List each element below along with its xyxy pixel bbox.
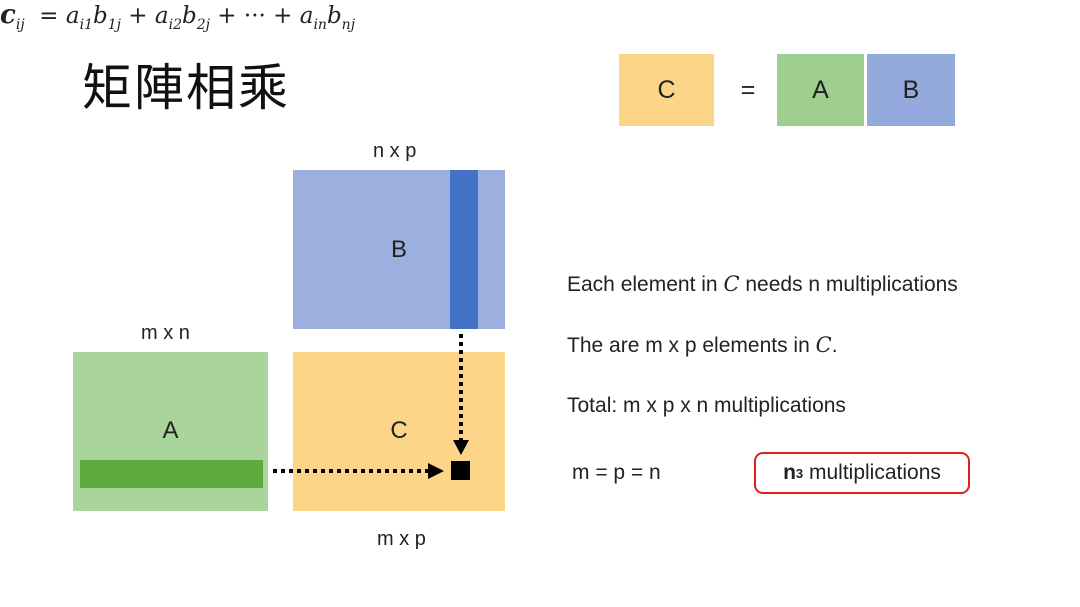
line1-matrix-c: C [723, 272, 740, 296]
legend-a-block: A [777, 54, 864, 126]
formula-t2a: a [154, 3, 169, 29]
result-text: multiplications [803, 461, 941, 484]
formula-t1b: b [93, 3, 108, 29]
legend-c-label: C [657, 75, 676, 104]
formula-t1b-sub: 1j [107, 17, 121, 33]
matrix-a-dimension: m x n [141, 322, 190, 344]
matrix-b-label: B [390, 235, 407, 263]
legend-b-label: B [902, 75, 920, 104]
formula-equals: = [39, 3, 59, 29]
formula-t3b-sub: nj [341, 17, 356, 33]
matrix-c-dimension: m x p [377, 528, 426, 550]
formula-t3b: b [326, 3, 342, 29]
matrix-c-block: C [293, 352, 505, 511]
matrix-a-label: A [162, 416, 179, 444]
column-arrow-head [453, 440, 469, 455]
formula-t2a-sub: i2 [168, 17, 182, 33]
formula-t1a: a [65, 3, 80, 29]
formula-plus-1: + [128, 3, 148, 29]
matrix-b-dimension: n x p [373, 140, 417, 162]
formula-lhs: c [0, 0, 16, 30]
result-base: n [783, 461, 796, 484]
explanation-line-equal-dims: m = p = n [572, 461, 661, 484]
formula-t1a-sub: i1 [79, 17, 93, 33]
line2-suffix: . [831, 334, 838, 357]
matrix-a-row-highlight [80, 460, 263, 488]
formula-plus-ellipsis: + ··· + [217, 3, 293, 29]
line1-prefix: Each element in [567, 273, 724, 296]
formula-t2b-sub: 2j [196, 17, 210, 33]
row-arrow-head [428, 463, 444, 479]
slide-title: 矩陣相乘 [82, 59, 290, 117]
explanation-line-total: Total: m x p x n multiplications [567, 394, 846, 417]
legend-a-label: A [812, 75, 829, 104]
matrix-c-label: C [390, 416, 408, 444]
legend-b-block: B [867, 54, 955, 126]
legend-equals-sign: = [740, 75, 756, 104]
formula-t3a-sub: in [313, 17, 327, 33]
legend-c-block: C [619, 54, 714, 126]
explanation-line-element-count: The are m x p elements in C. [567, 333, 838, 358]
element-formula: cij = ai1b1j + ai2b2j + ··· + ainbnj [0, 0, 1080, 33]
explanation-line-per-element: Each element in C needs n multiplication… [567, 272, 958, 297]
target-element-marker [451, 461, 470, 480]
line1-suffix: needs n multiplications [739, 273, 958, 296]
result-exponent: 3 [795, 465, 804, 481]
line2-prefix: The are m x p elements in [567, 334, 816, 357]
formula-t2b: b [182, 3, 197, 29]
formula-t3a: a [299, 3, 314, 29]
matrix-b-column-highlight [450, 170, 478, 329]
line2-matrix-c: C [815, 333, 832, 357]
formula-lhs-sub: ij [15, 17, 25, 33]
